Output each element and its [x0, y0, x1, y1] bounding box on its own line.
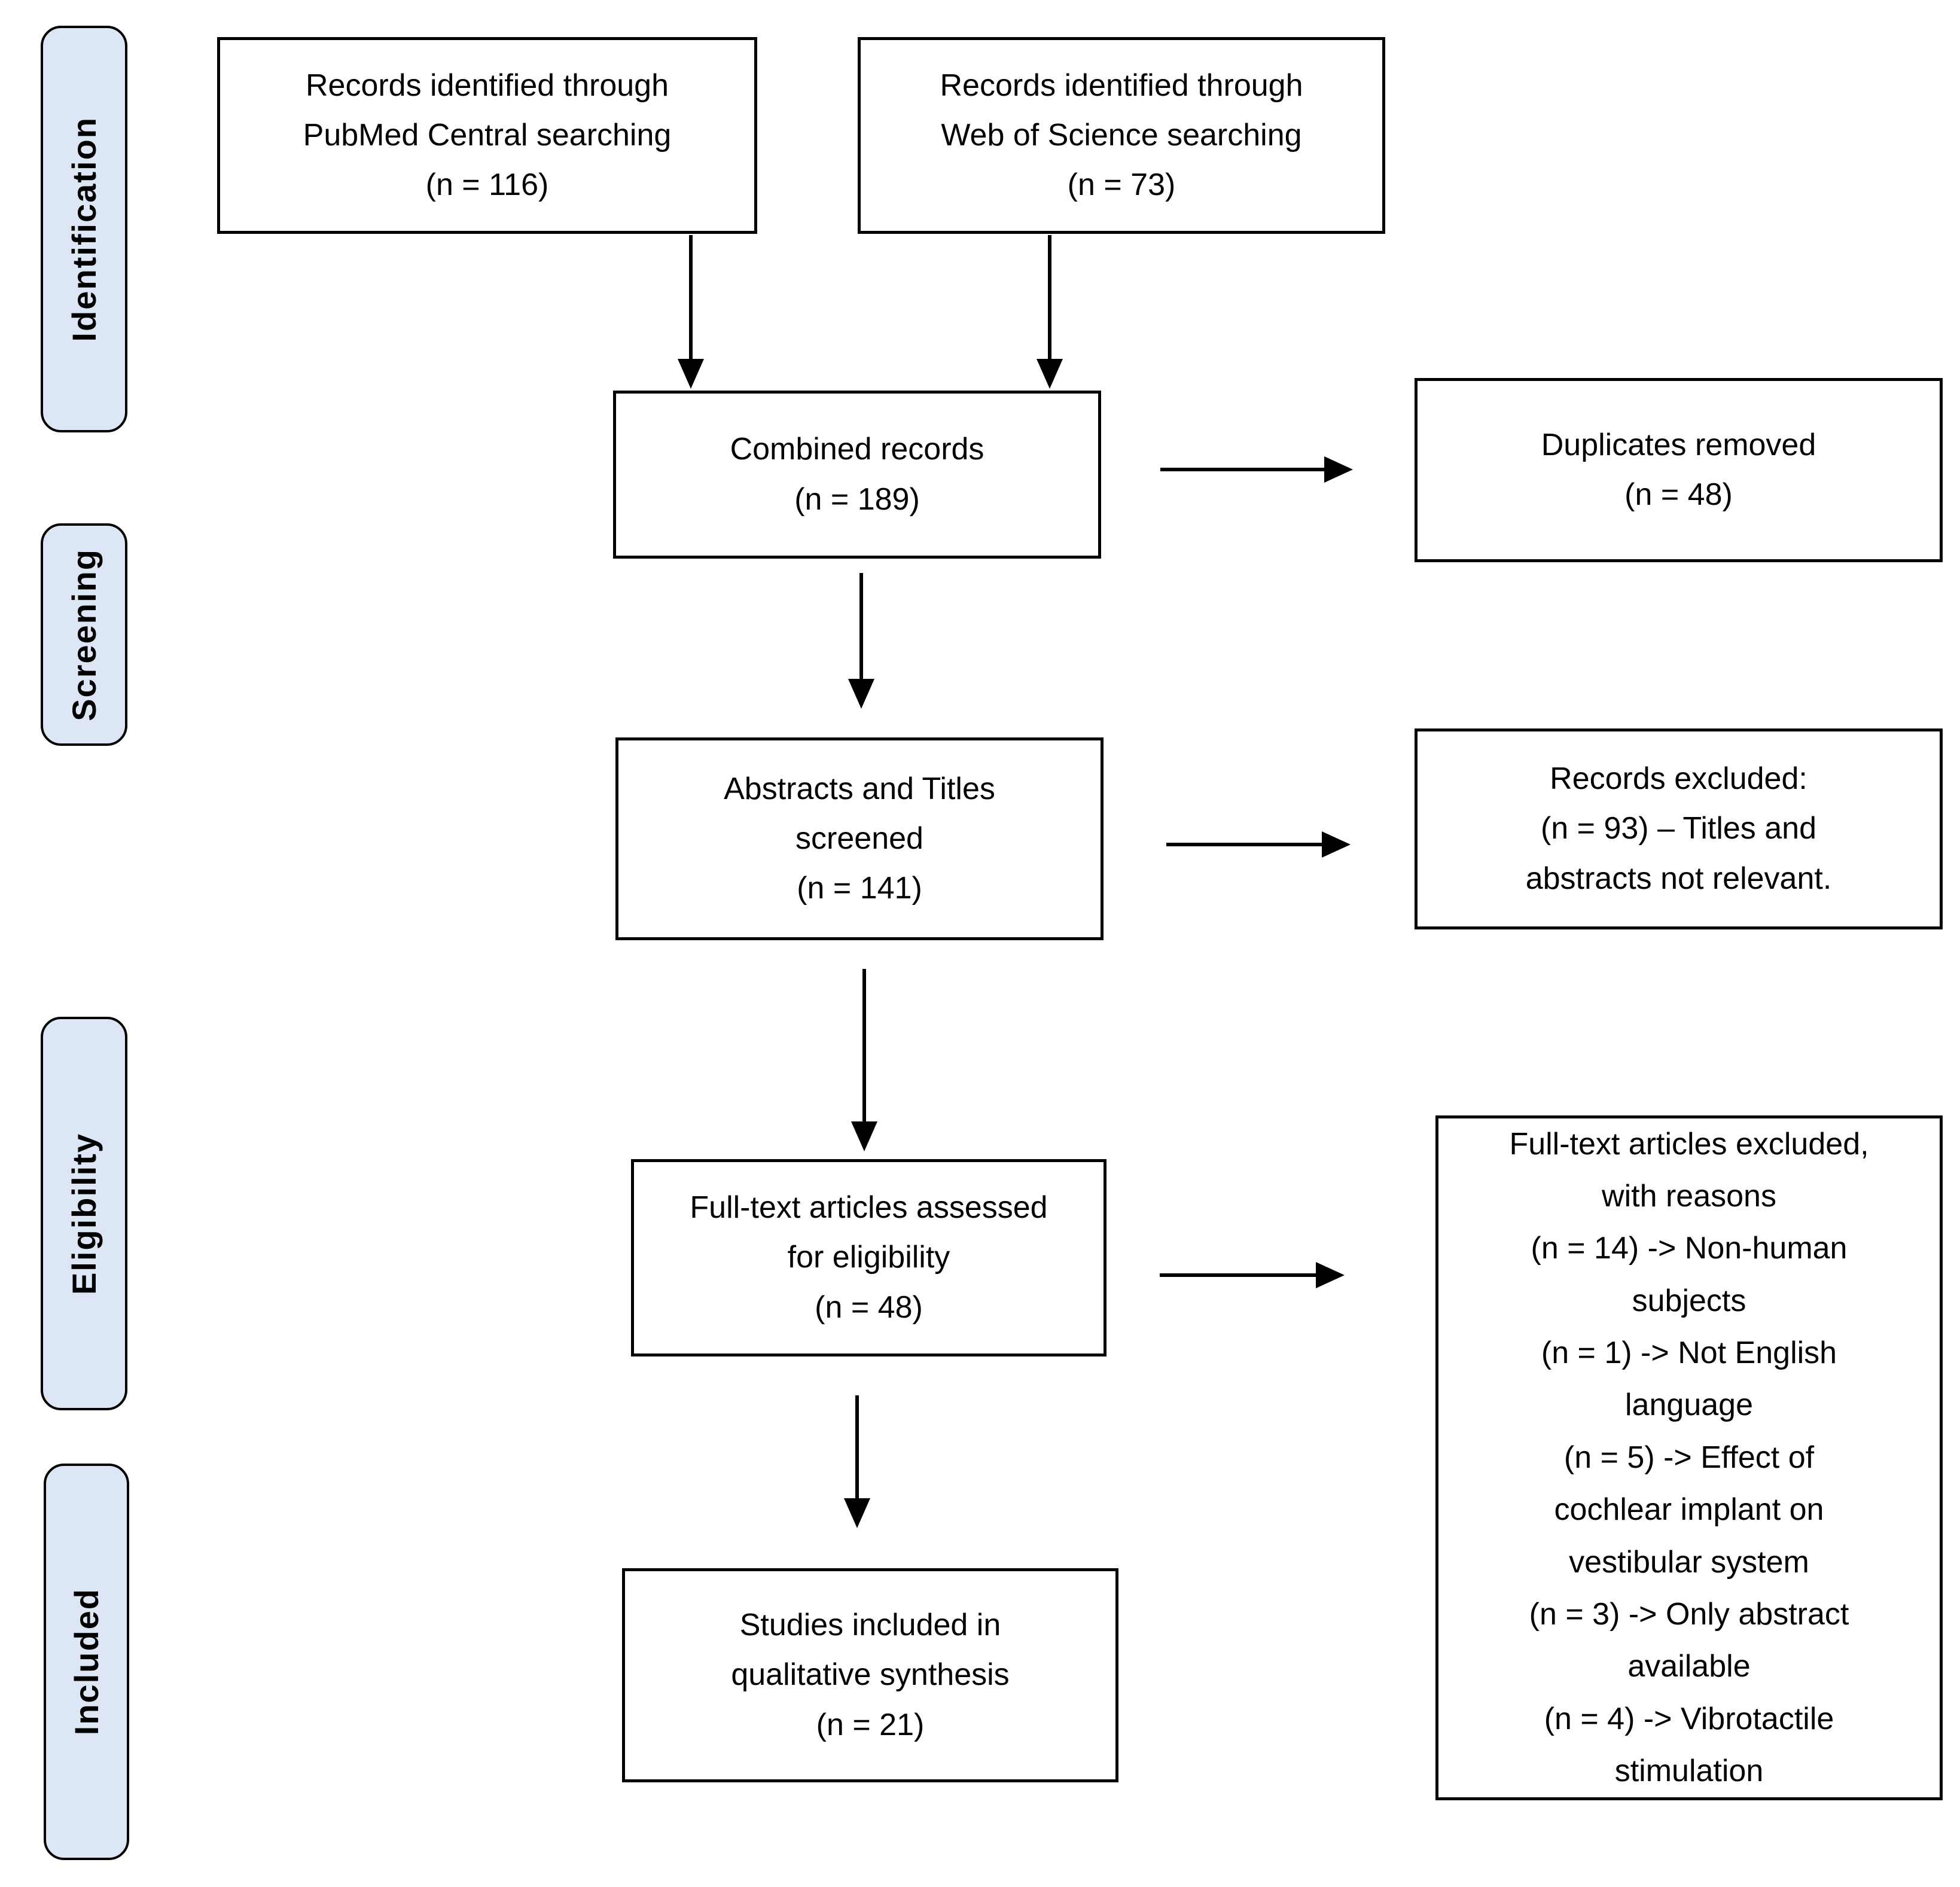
box-duplicates-removed: Duplicates removed (n = 48)	[1415, 378, 1943, 562]
stage-identification-label: Identification	[65, 116, 103, 342]
stage-eligibility: Eligibility	[41, 1017, 127, 1410]
box-records-excluded-text: Records excluded: (n = 93) – Titles and …	[1525, 761, 1832, 896]
box-records-excluded: Records excluded: (n = 93) – Titles and …	[1415, 728, 1943, 929]
box-records-web-of-science: Records identified through Web of Scienc…	[858, 37, 1385, 234]
box-fulltext-excluded-reasons: Full-text articles excluded, with reason…	[1435, 1115, 1943, 1800]
box-records-web-of-science-text: Records identified through Web of Scienc…	[940, 68, 1303, 203]
box-fulltext-assessed: Full-text articles assessed for eligibil…	[631, 1159, 1106, 1356]
arrow-wos-to-combined	[1037, 235, 1063, 389]
box-records-pubmed: Records identified through PubMed Centra…	[217, 37, 757, 234]
stage-included-label: Included	[68, 1588, 105, 1736]
arrow-fulltext-to-included	[844, 1395, 870, 1528]
box-studies-included: Studies included in qualitative synthesi…	[622, 1568, 1118, 1782]
box-fulltext-assessed-text: Full-text articles assessed for eligibil…	[690, 1190, 1048, 1325]
box-studies-included-text: Studies included in qualitative synthesi…	[731, 1608, 1010, 1742]
arrow-screened-to-excluded	[1166, 831, 1351, 858]
box-records-pubmed-text: Records identified through PubMed Centra…	[303, 68, 672, 203]
arrow-pubmed-to-combined	[678, 235, 704, 389]
box-abstracts-titles-screened-text: Abstracts and Titles screened (n = 141)	[724, 771, 995, 906]
stage-screening: Screening	[41, 523, 127, 746]
box-combined-records-text: Combined records (n = 189)	[730, 432, 984, 517]
stage-identification: Identification	[41, 26, 127, 432]
arrow-combined-to-duplicates	[1160, 456, 1353, 483]
arrow-screened-to-fulltext	[851, 969, 877, 1151]
arrow-fulltext-to-reasons	[1160, 1262, 1345, 1288]
stage-screening-label: Screening	[65, 548, 103, 721]
box-combined-records: Combined records (n = 189)	[613, 391, 1101, 559]
box-abstracts-titles-screened: Abstracts and Titles screened (n = 141)	[615, 737, 1104, 940]
box-duplicates-removed-text: Duplicates removed (n = 48)	[1541, 427, 1816, 512]
stage-eligibility-label: Eligibility	[65, 1132, 103, 1295]
box-fulltext-excluded-reasons-text: Full-text articles excluded, with reason…	[1509, 1126, 1869, 1788]
stage-included: Included	[44, 1464, 129, 1860]
arrow-combined-to-screened	[848, 573, 874, 709]
